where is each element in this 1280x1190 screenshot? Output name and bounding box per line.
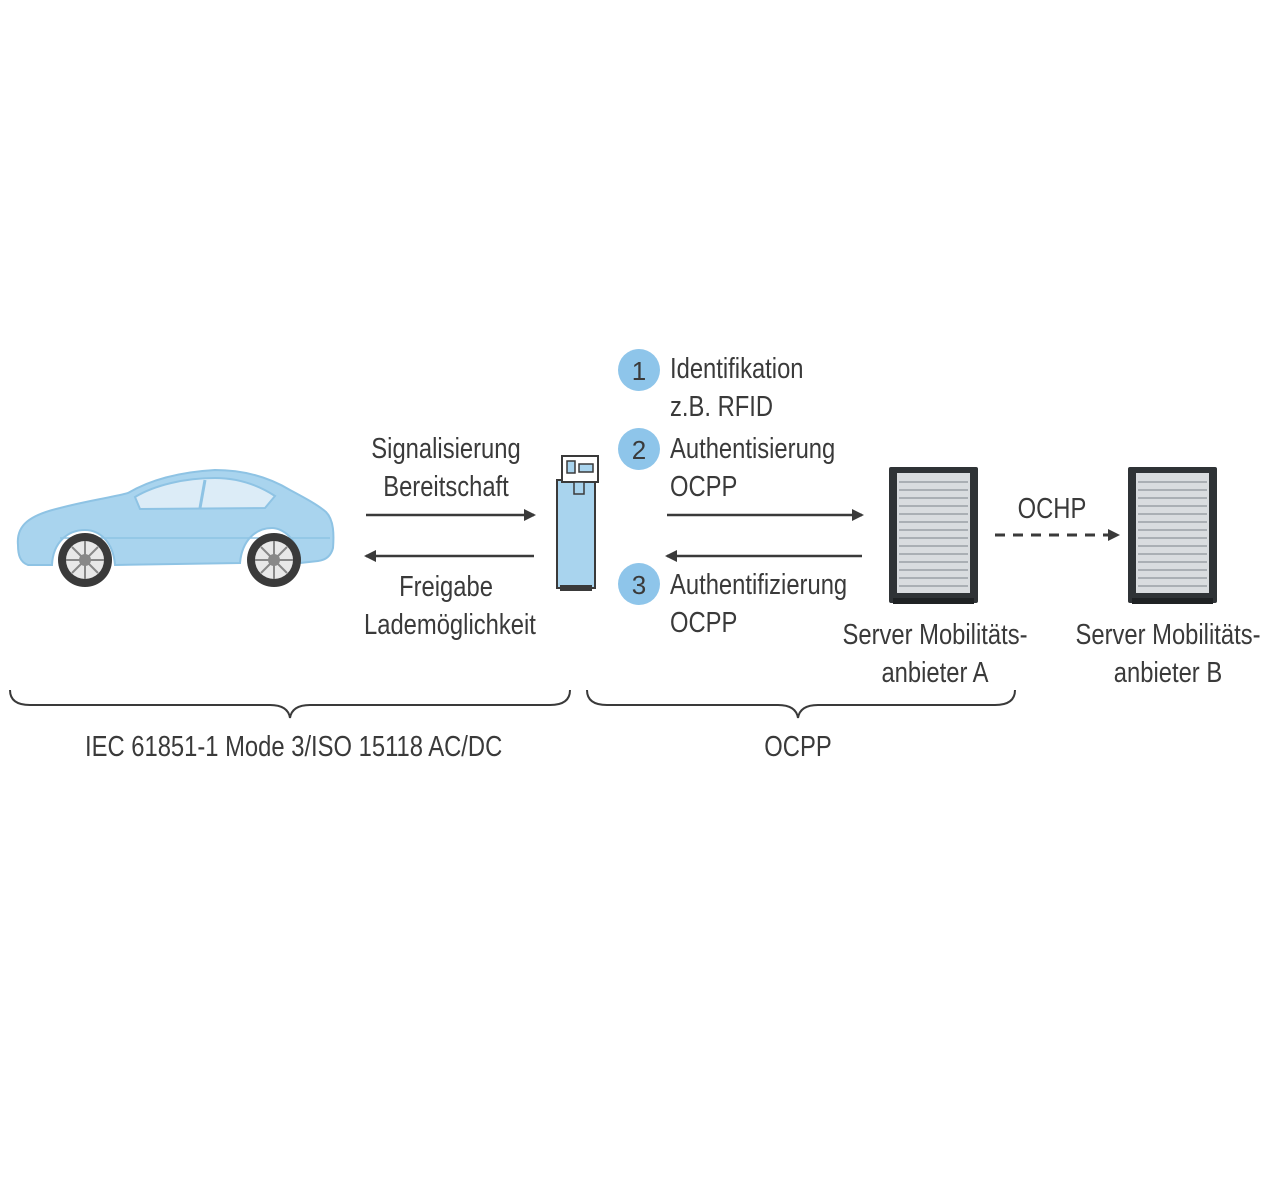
release-label: Freigabe Lademöglichkeit [364,568,536,644]
brace-right [586,689,1016,719]
brace-right-label: OCPP [764,731,832,763]
server-b-line2: anbieter B [1113,657,1223,689]
step-1-line2: z.B. RFID [670,391,774,423]
server-b-icon [1128,467,1217,604]
signal-label: Signalisierung Bereitschaft [364,430,528,506]
server-b-label: Server Mobilitäts- anbieter B [1074,616,1263,692]
release-label-line1: Freigabe [399,571,493,603]
step-2-line1: Authentisierung [670,433,836,465]
brace-left [9,689,571,719]
signal-label-line2: Bereitschaft [383,471,509,503]
ochp-label: OCHP [1017,493,1087,525]
step-3-label: Authentifizierung OCPP [670,566,847,642]
svg-text:2: 2 [632,435,646,465]
rear-wheel [247,533,301,587]
server-a-line2: anbieter A [881,657,989,689]
step-2-line2: OCPP [670,471,738,503]
brace-left-label: IEC 61851-1 Mode 3/ISO 15118 AC/DC [85,731,503,763]
step-3-badge: 3 [618,563,660,605]
step-1-line1: Identifikation [670,353,804,385]
step-3-line1: Authentifizierung [670,569,848,601]
server-a-label: Server Mobilitäts- anbieter A [841,616,1030,692]
svg-text:3: 3 [632,570,646,600]
step-2-label: Authentisierung OCPP [670,430,835,506]
step-3-line2: OCPP [670,607,738,639]
server-a-line1: Server Mobilitäts- [842,619,1028,651]
step-1-label: Identifikation z.B. RFID [670,350,804,426]
front-wheel [58,533,112,587]
release-label-line2: Lademöglichkeit [364,609,536,641]
server-a-icon [889,467,978,604]
charging-station-icon [556,455,599,591]
step-1-badge: 1 [618,349,660,391]
svg-text:1: 1 [632,356,646,386]
server-b-line1: Server Mobilitäts- [1075,619,1261,651]
car-icon [16,468,335,587]
signal-label-line1: Signalisierung [371,433,521,465]
step-2-badge: 2 [618,428,660,470]
